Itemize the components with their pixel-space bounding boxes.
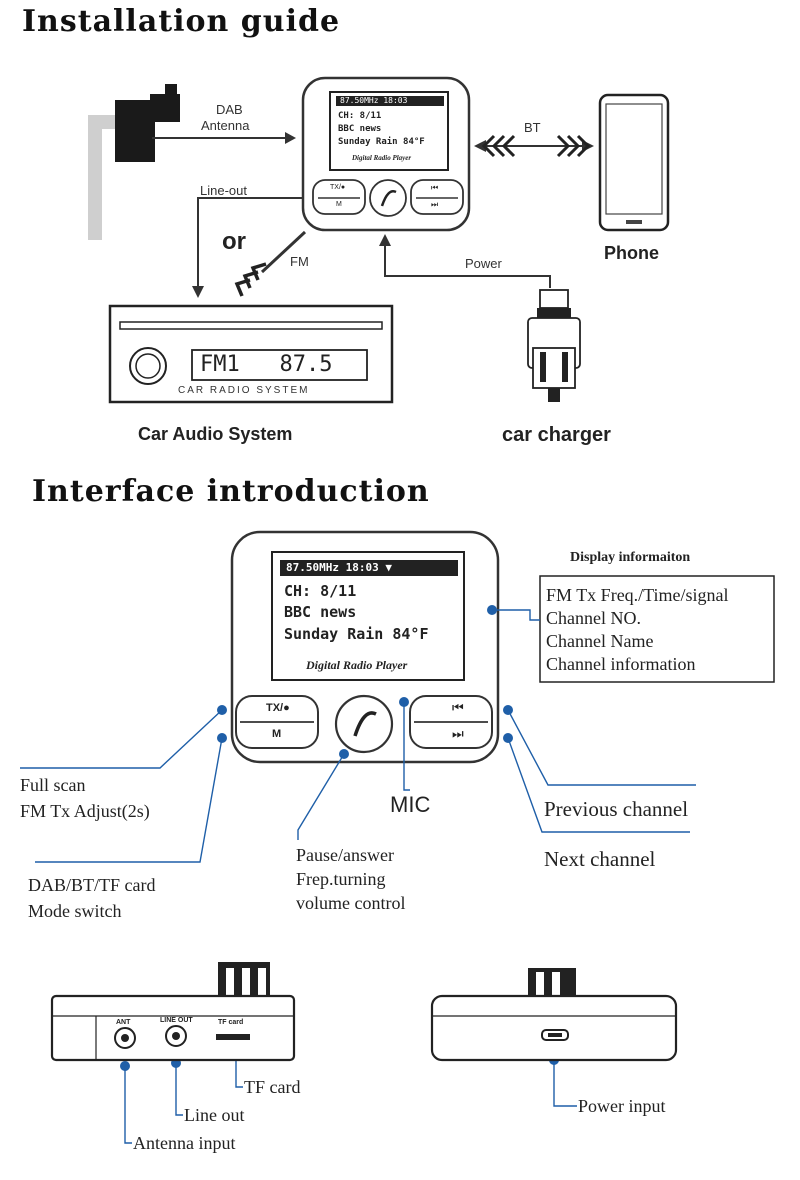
tf-card-label: TF card bbox=[244, 1077, 301, 1097]
callout-lines bbox=[20, 609, 696, 1144]
display-info-item-4: Channel information bbox=[546, 654, 696, 674]
display-info-box bbox=[539, 575, 775, 683]
interface-title: Interface introduction bbox=[32, 474, 430, 509]
display-info-item-3: Channel Name bbox=[546, 631, 654, 651]
mic-label: MIC bbox=[390, 792, 431, 817]
dab-label: DAB bbox=[216, 102, 243, 117]
full-scan-label: Full scan bbox=[20, 775, 86, 795]
device-screen-line-2: CH: 8/11 bbox=[338, 111, 382, 121]
display-info-item-1: FM Tx Freq./Time/signal bbox=[546, 585, 729, 605]
device-btn-next[interactable]: ⏭ bbox=[431, 200, 439, 209]
ant-port-label: ANT bbox=[116, 1019, 131, 1026]
screen-line-3: BBC news bbox=[284, 603, 357, 621]
power-input-label: Power input bbox=[578, 1096, 666, 1116]
screen-brand: Digital Radio Player bbox=[306, 658, 408, 672]
device-screen-line-4: Sunday Rain 84°F bbox=[338, 137, 425, 147]
mode-label-1: DAB/BT/TF card bbox=[28, 875, 156, 895]
next-channel-label: Next channel bbox=[544, 847, 656, 871]
antenna-label: Antenna bbox=[201, 118, 250, 133]
power-label: Power bbox=[465, 256, 502, 271]
screen-line-1: 87.50MHz 18:03 ▼ bbox=[286, 561, 392, 574]
device-side-ports-view bbox=[50, 962, 296, 1062]
m-button-label[interactable]: M bbox=[272, 728, 282, 740]
device-btn-m[interactable]: M bbox=[336, 201, 342, 208]
phone-label: Phone bbox=[604, 243, 660, 263]
car-radio-icon bbox=[108, 304, 394, 404]
device-interface-view bbox=[230, 530, 500, 764]
previous-channel-label: Previous channel bbox=[544, 797, 689, 821]
device-btn-tx[interactable]: TX/● bbox=[330, 184, 346, 191]
car-charger-label: car charger bbox=[502, 424, 611, 446]
radio-display-text: FM1 87.5 bbox=[200, 352, 333, 377]
fm-label: FM bbox=[290, 254, 309, 269]
installation-title: Installation guide bbox=[22, 4, 341, 39]
pause-label-1: Pause/answer bbox=[296, 845, 394, 865]
bt-link-arrows bbox=[474, 134, 594, 158]
device-btn-prev[interactable]: ⏮ bbox=[431, 183, 439, 192]
screen-line-4: Sunday Rain 84°F bbox=[284, 625, 429, 643]
line-port-label: LINE OUT bbox=[160, 1017, 193, 1024]
line-out-label: Line-out bbox=[200, 183, 247, 198]
antenna-input-label: Antenna input bbox=[133, 1133, 236, 1153]
device-brand: Digital Radio Player bbox=[352, 154, 412, 162]
next-button-label[interactable]: ⏭ bbox=[452, 726, 464, 741]
device-top-view bbox=[301, 76, 471, 232]
pause-label-2: Frep.turning bbox=[296, 869, 386, 889]
fm-tx-adjust-label: FM Tx Adjust(2s) bbox=[20, 801, 150, 821]
fm-signal-arrows bbox=[234, 230, 307, 297]
mode-label-2: Mode switch bbox=[28, 901, 122, 921]
device-screen-line-3: BBC news bbox=[338, 124, 382, 134]
display-info-item-2: Channel NO. bbox=[546, 608, 641, 628]
dab-antenna-icon bbox=[88, 84, 180, 240]
screen-line-2: CH: 8/11 bbox=[284, 582, 357, 600]
bt-label: BT bbox=[524, 120, 541, 135]
pause-label-3: volume control bbox=[296, 893, 406, 913]
or-label: or bbox=[222, 228, 246, 255]
phone-icon bbox=[598, 93, 670, 232]
radio-caption: CAR RADIO SYSTEM bbox=[178, 385, 310, 396]
tx-button-label[interactable]: TX/● bbox=[266, 702, 290, 714]
display-info-title: Display informaiton bbox=[570, 550, 691, 565]
device-screen-line-1: 87.50MHz 18:03 bbox=[340, 96, 408, 105]
car-audio-label: Car Audio System bbox=[138, 424, 293, 444]
prev-button-label[interactable]: ⏮ bbox=[452, 700, 464, 715]
tf-port-label: TF card bbox=[218, 1019, 244, 1026]
line-out-port-label: Line out bbox=[184, 1105, 245, 1125]
device-power-port-view bbox=[430, 968, 678, 1062]
car-charger-icon bbox=[527, 289, 581, 402]
